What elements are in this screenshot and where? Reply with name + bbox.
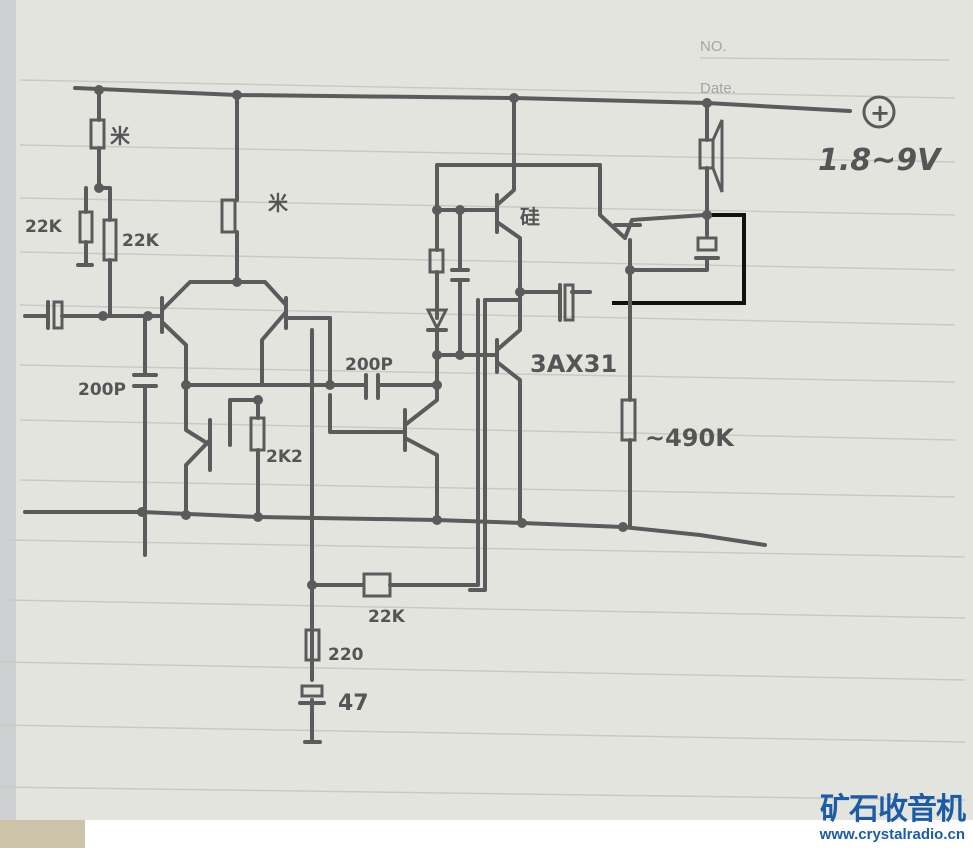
- no-label: NO.: [700, 38, 727, 55]
- supply-voltage: 1.8~9V: [818, 143, 943, 178]
- label-r-bias-right: 22K: [122, 231, 160, 251]
- watermark-url: www.crystalradio.cn: [819, 826, 965, 843]
- label-c-input-filter: 200P: [78, 380, 126, 400]
- positive-terminal-icon: +: [862, 95, 896, 129]
- differential-pair: 米 200P 2K2: [78, 93, 332, 682]
- ground-rail: [23, 510, 767, 547]
- watermark-title: 矿石收音机: [820, 792, 966, 827]
- paper-edge: [0, 0, 16, 820]
- label-r-bias-left: 22K: [25, 217, 63, 237]
- date-label: Date.: [700, 80, 736, 97]
- junction-dots: [94, 85, 712, 590]
- svg-text:+: +: [870, 99, 890, 127]
- desk-corner: [0, 820, 85, 848]
- label-q-driver-type: 硅: [520, 205, 540, 229]
- feedback-network: 22K 220 47: [298, 298, 480, 744]
- output-stage: ~490K: [483, 101, 746, 529]
- label-c-47: 47: [338, 691, 369, 716]
- label-r-feedback-490k: ~490K: [645, 424, 735, 452]
- label-r-top-left: 米: [110, 124, 131, 148]
- bias-network: 米 22K 22K: [25, 88, 160, 318]
- ruled-lines: [0, 57, 966, 801]
- label-r-feedback-22k: 22K: [368, 607, 406, 627]
- label-r-diff-tail: 米: [268, 191, 289, 215]
- circuit-schematic: NO. Date. + 1.8~9V 米 22K 22K 米 200P 2K2: [0, 38, 966, 801]
- label-r-220: 220: [328, 645, 364, 665]
- label-q-output: 3AX31: [530, 350, 617, 378]
- label-c-miller: 200P: [345, 355, 393, 375]
- voltage-amplifier-stage: 200P 3AX31 硅: [328, 96, 627, 592]
- label-r-2k2: 2K2: [266, 447, 303, 467]
